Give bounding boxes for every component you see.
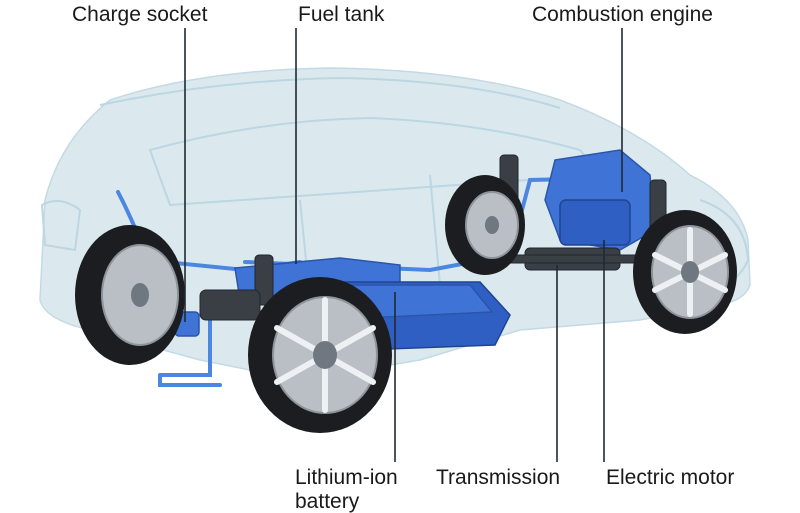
label-fuel-tank: Fuel tank	[298, 3, 385, 26]
rear-light	[40, 200, 82, 252]
label-lithium-ion-line2: battery	[295, 490, 360, 513]
window-line	[148, 116, 602, 207]
rear-axle	[199, 289, 261, 321]
label-electric-motor: Electric motor	[606, 466, 734, 489]
engine-assembly	[499, 149, 656, 271]
labels: Charge socket Fuel tank Combustion engin…	[72, 3, 734, 513]
label-transmission: Transmission	[436, 466, 560, 489]
drive-shaft	[499, 254, 641, 264]
rear-strut	[254, 254, 274, 306]
roof-line	[99, 76, 561, 109]
label-combustion-engine: Combustion engine	[532, 3, 713, 26]
wheel-rear-right	[248, 277, 392, 433]
label-charge-socket: Charge socket	[72, 3, 208, 26]
electric-motor-shape	[559, 199, 631, 246]
label-lithium-ion-line1: Lithium-ion	[295, 466, 398, 489]
wheel-front-left	[445, 175, 525, 275]
leader-lines	[184, 28, 623, 462]
wheel-front-right	[633, 210, 737, 334]
wheel-rear-left	[75, 225, 185, 365]
